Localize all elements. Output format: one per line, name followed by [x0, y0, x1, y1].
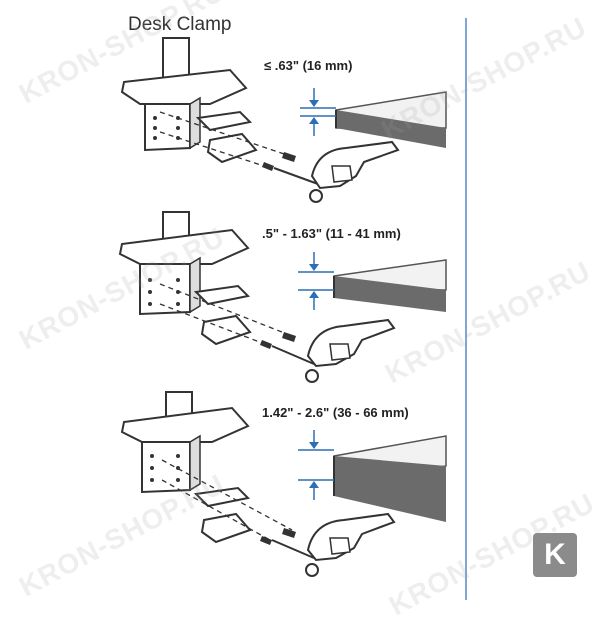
panel-3-clamp	[120, 391, 447, 577]
panel-2-clamp	[118, 211, 447, 383]
dimension-label-3: 1.42" - 2.6" (36 - 66 mm)	[262, 405, 409, 420]
desk-clamp-diagram	[118, 18, 467, 600]
panel-1-clamp	[120, 37, 447, 203]
dimension-label-2: .5" - 1.63" (11 - 41 mm)	[262, 226, 401, 241]
kron-logo: K	[533, 533, 577, 577]
diagram-title: Desk Clamp	[128, 14, 232, 35]
dimension-label-1: ≤ .63" (16 mm)	[264, 58, 353, 73]
